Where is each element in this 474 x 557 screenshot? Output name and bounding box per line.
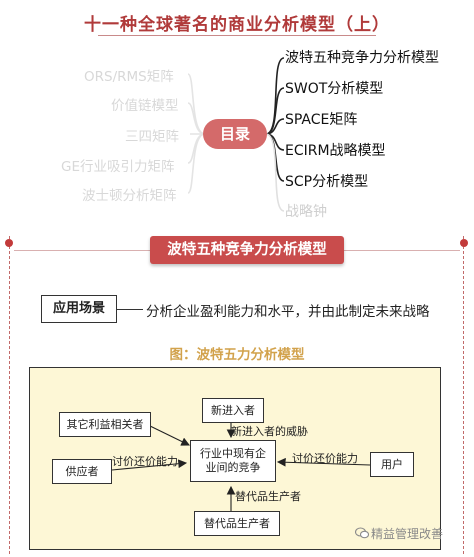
figure-caption: 图：波特五力分析模型 bbox=[169, 347, 305, 363]
mindmap-branches bbox=[187, 57, 285, 212]
mindmap-right-item: SWOT分析模型 bbox=[285, 81, 384, 97]
frame-dot-right bbox=[460, 239, 468, 247]
label-supplier-bargaining: 讨价还价能力 bbox=[112, 455, 178, 468]
branch-left-4 bbox=[187, 133, 206, 194]
mindmap-left-item: 价值链模型 bbox=[111, 98, 179, 114]
label-customer-bargaining: 讨价还价能力 bbox=[292, 452, 358, 465]
page-title: 十一种全球著名的商业分析模型（上） bbox=[84, 15, 390, 35]
mindmap-right-item: 战略钟 bbox=[285, 204, 327, 220]
mindmap: ORS/RMS矩阵 价值链模型 三四矩阵 GE行业吸引力矩阵 波士顿分析矩阵 目… bbox=[0, 0, 474, 230]
five-forces-diagram: 新进入者 其它利益相关者 供应者 行业中现有企业间的竞争 用户 替代品生产者 新… bbox=[29, 367, 441, 550]
arrow-stakeholders bbox=[147, 424, 190, 446]
arrow-customers bbox=[276, 457, 371, 467]
scene-connector bbox=[117, 309, 143, 310]
mindmap-left-item: ORS/RMS矩阵 bbox=[84, 69, 174, 85]
box-suppliers: 供应者 bbox=[52, 459, 112, 484]
mindmap-right-item: ECIRM战略模型 bbox=[285, 143, 386, 159]
diagram-arrows bbox=[111, 423, 371, 511]
wechat-icon bbox=[355, 527, 369, 539]
box-other-stakeholders: 其它利益相关者 bbox=[59, 412, 151, 437]
branch-left-3 bbox=[187, 133, 206, 164]
box-industry-rivalry: 行业中现有企业间的竞争 bbox=[190, 440, 276, 482]
title-underline bbox=[98, 35, 376, 36]
mindmap-right-item: SCP分析模型 bbox=[285, 174, 369, 190]
mindmap-right-item: SPACE矩阵 bbox=[285, 112, 358, 128]
mindmap-left-item: 三四矩阵 bbox=[125, 129, 179, 145]
branch-right-1 bbox=[265, 87, 285, 135]
scene-description: 分析企业盈利能力和水平，并由此制定未来战略 bbox=[146, 304, 430, 320]
frame-dot-left bbox=[5, 239, 13, 247]
branch-right-5 bbox=[265, 133, 285, 212]
section-frame bbox=[9, 236, 464, 554]
box-new-entrants: 新进入者 bbox=[202, 398, 264, 423]
mindmap-left-item: GE行业吸引力矩阵 bbox=[61, 159, 175, 175]
banner-rule-right bbox=[344, 250, 460, 251]
section-title: 波特五种竞争力分析模型 bbox=[150, 236, 344, 264]
branch-right-0 bbox=[265, 57, 285, 135]
mindmap-left-item: 波士顿分析矩阵 bbox=[82, 188, 177, 204]
branch-left-1 bbox=[187, 102, 206, 135]
scene-label: 应用场景 bbox=[41, 295, 117, 323]
label-threat-new-entrants: 新进入者的威胁 bbox=[231, 425, 308, 438]
watermark-text: 精益管理改善 bbox=[371, 527, 444, 541]
arrow-suppliers bbox=[111, 459, 188, 471]
banner-rule-left bbox=[14, 250, 150, 251]
mindmap-right-item: 波特五种竞争力分析模型 bbox=[285, 50, 439, 66]
label-substitute-threat: 替代品生产者 bbox=[235, 490, 301, 503]
mindmap-center-node: 目录 bbox=[203, 119, 267, 149]
box-substitutes: 替代品生产者 bbox=[194, 511, 280, 536]
box-customers: 用户 bbox=[370, 452, 414, 477]
